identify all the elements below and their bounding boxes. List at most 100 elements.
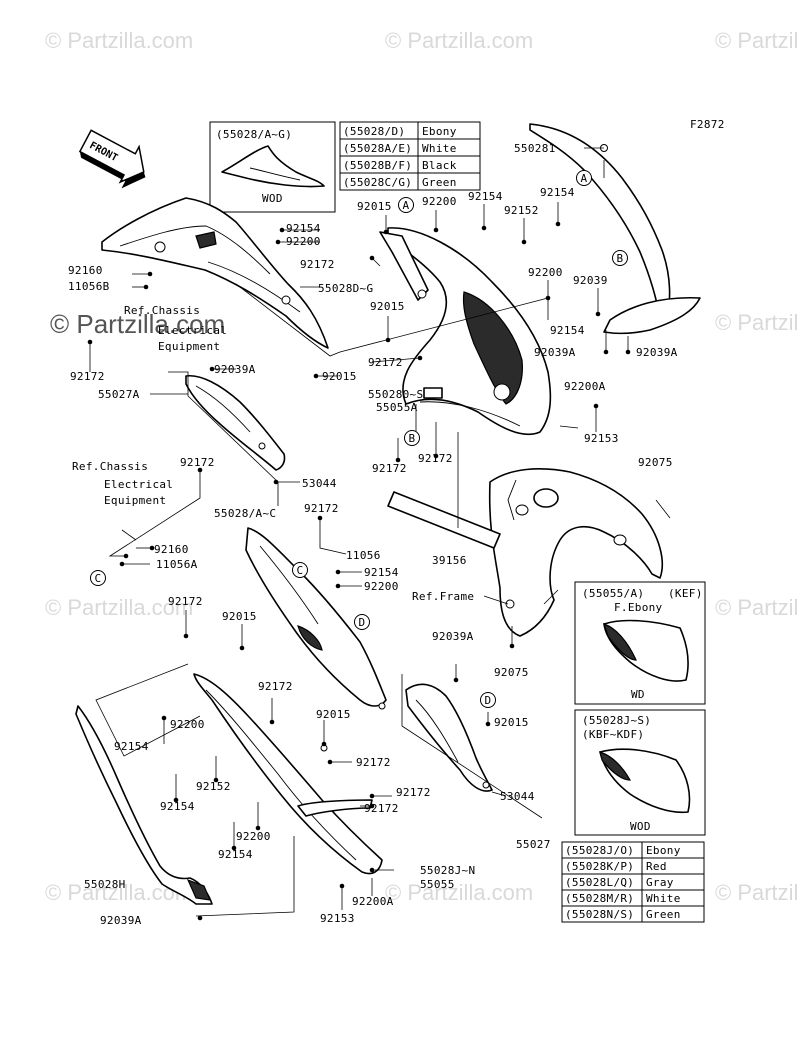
callout-a: A xyxy=(398,197,414,213)
ref-frame: Ref.Frame xyxy=(412,590,474,603)
color-name: Black xyxy=(422,159,457,172)
callout-letter: D xyxy=(485,694,492,707)
color-code: (55028L/Q) xyxy=(565,876,634,889)
fastener-dot xyxy=(593,403,599,409)
part-number-label: 92160 xyxy=(154,543,189,556)
bracket-part xyxy=(379,231,429,301)
part-number-label: 550280~S xyxy=(368,388,423,401)
part-number-label: 92160 xyxy=(68,264,103,277)
fastener-dot xyxy=(147,271,153,277)
fastener-dot xyxy=(625,349,631,355)
inner-cover-55027-part xyxy=(401,674,543,819)
watermark-layer: © Partzilla.com © Partzilla.com © Partzi… xyxy=(45,28,800,905)
decal-39156-part xyxy=(387,432,501,549)
part-number-label: 92172 xyxy=(368,356,403,369)
fastener-dot xyxy=(273,479,279,485)
part-number-label: 53044 xyxy=(302,477,337,490)
fastener-dots xyxy=(87,221,631,921)
part-number-label: 11056B xyxy=(68,280,110,293)
part-number-label: 92172 xyxy=(168,595,203,608)
inset-kbf: (55028J~S) (KBF~KDF) WOD xyxy=(574,709,706,836)
part-number-label: 92039A xyxy=(214,363,256,376)
fastener-dot xyxy=(255,825,261,831)
color-table-top: (55028/D)Ebony(55028A/E)White(55028B/F)B… xyxy=(339,121,481,191)
fastener-dot xyxy=(509,643,515,649)
part-number-label: 92154 xyxy=(218,848,253,861)
callout-letter: C xyxy=(95,572,102,585)
part-number-label: 92172 xyxy=(70,370,105,383)
fastener-dot xyxy=(339,883,345,889)
part-number-label: 92039A xyxy=(432,630,474,643)
part-number-label: 92172 xyxy=(356,756,391,769)
callout-letter: C xyxy=(297,564,304,577)
fastener-dot xyxy=(119,561,125,567)
color-code: (55028J/O) xyxy=(565,844,634,857)
part-number-label: 92200A xyxy=(352,895,394,908)
watermark: © Partzilla.com xyxy=(715,310,800,335)
part-number-label: 92015 xyxy=(357,200,392,213)
callout-c: C xyxy=(292,562,308,578)
part-number-label: 92154 xyxy=(160,800,195,813)
part-number-label: 92200 xyxy=(286,235,321,248)
fastener-dot xyxy=(197,467,203,473)
part-number-label: 92172 xyxy=(418,452,453,465)
part-number-label: 92039A xyxy=(100,914,142,927)
fastener-dot xyxy=(369,793,375,799)
callout-c: C xyxy=(90,570,106,586)
color-code: (55028C/G) xyxy=(343,176,412,189)
part-number-label: 92015 xyxy=(316,708,351,721)
part-number-label: 92172 xyxy=(258,680,293,693)
part-number-label: 92172 xyxy=(180,456,215,469)
fastener-dot xyxy=(213,777,219,783)
inset-kef-color: F.Ebony xyxy=(614,601,663,614)
color-code: (55028A/E) xyxy=(343,142,412,155)
color-code: (55028/D) xyxy=(343,125,405,138)
callout-letter: D xyxy=(359,616,366,629)
color-code: (55028M/R) xyxy=(565,892,634,905)
part-number-label: 53044 xyxy=(500,790,535,803)
fastener-dot xyxy=(385,337,391,343)
part-number-label: 55028/A~C xyxy=(214,507,276,520)
part-number-label: 92039A xyxy=(636,346,678,359)
fastener-dot xyxy=(369,867,375,873)
inset-top-wod: (55028/A~G) WOD xyxy=(209,121,336,213)
inset-kbf-header: (55028J~S) xyxy=(582,714,651,727)
ref-chassis-2-line-1: Ref.Chassis xyxy=(72,460,148,473)
fastener-dot xyxy=(485,721,491,727)
fastener-dot xyxy=(321,741,327,747)
inset-kef-header: (55055/A) xyxy=(582,587,644,600)
part-number-label: 92200 xyxy=(236,830,271,843)
callout-letter: A xyxy=(403,199,410,212)
part-number-label: 11056 xyxy=(346,549,381,562)
part-number-label: 55055A xyxy=(376,401,418,414)
fastener-dot xyxy=(433,227,439,233)
part-number-label: 92075 xyxy=(638,456,673,469)
fastener-dot xyxy=(417,355,423,361)
part-number-label: 55028H xyxy=(84,878,126,891)
part-number-label: 92039A xyxy=(534,346,576,359)
part-number-label: 92153 xyxy=(584,432,619,445)
part-number-label: 92200 xyxy=(528,266,563,279)
fastener-dot xyxy=(231,845,237,851)
part-number-label: 92075 xyxy=(494,666,529,679)
fastener-dot xyxy=(453,677,459,683)
color-name: Red xyxy=(646,860,667,873)
fastener-dot xyxy=(183,633,189,639)
watermark: © Partzilla.com xyxy=(45,595,193,620)
fastener-dot xyxy=(173,797,179,803)
ref-chassis-2-line-3: Equipment xyxy=(104,494,166,507)
upper-cowl-part xyxy=(101,197,329,349)
part-number-label: 92015 xyxy=(494,716,529,729)
watermark: © Partzilla.com xyxy=(45,28,193,53)
watermark-large: © Partzilla.com xyxy=(50,309,225,339)
color-name: Green xyxy=(646,908,681,921)
fastener-dot xyxy=(327,759,333,765)
part-number-label: 11056A xyxy=(156,558,198,571)
part-number-label: 55027A xyxy=(98,388,140,401)
color-code: (55028B/F) xyxy=(343,159,412,172)
part-number-label: 92172 xyxy=(300,258,335,271)
inset-kbf-market: (KBF~KDF) xyxy=(582,728,644,741)
color-code: (55028N/S) xyxy=(565,908,634,921)
